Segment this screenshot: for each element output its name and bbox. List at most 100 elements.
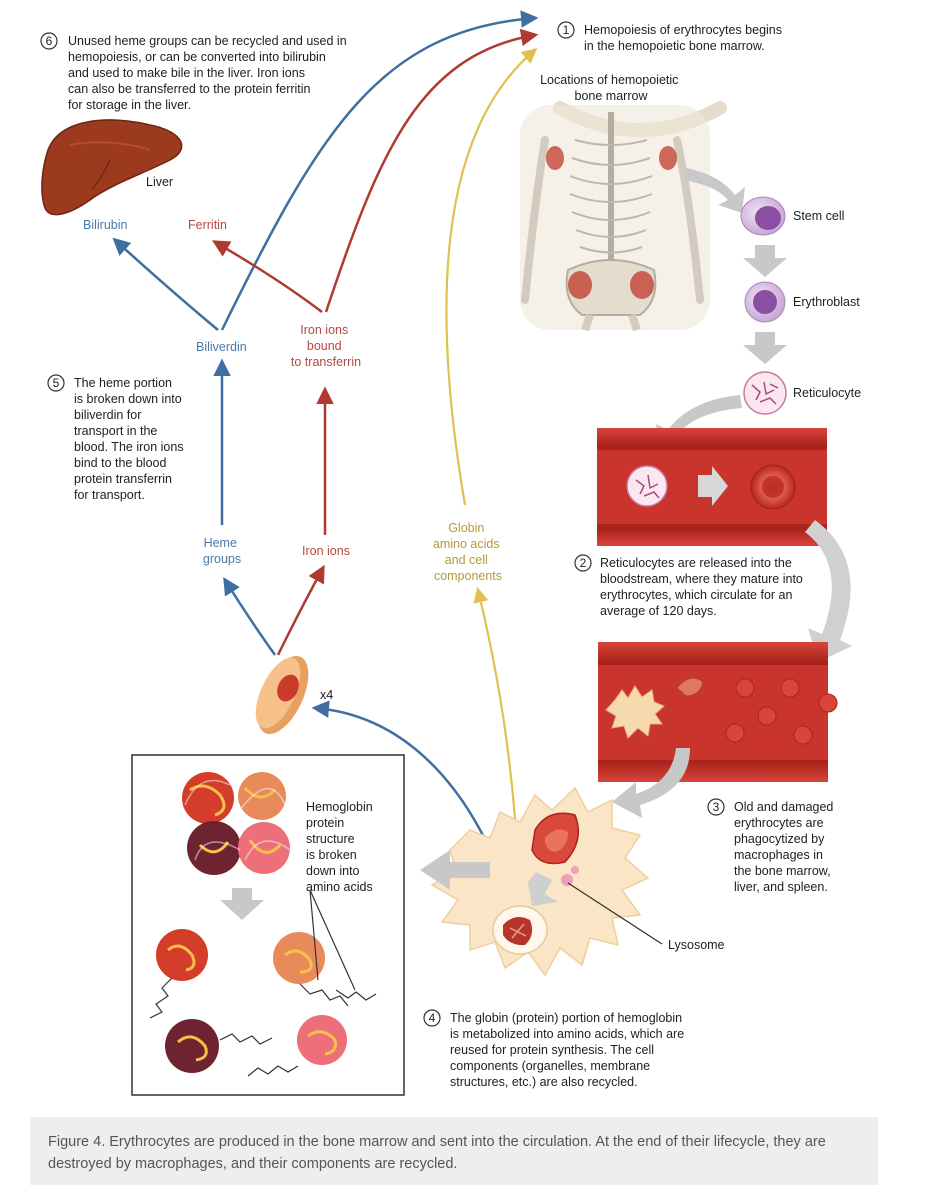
svg-text:Unused heme groups can be recy: Unused heme groups can be recycled and u… bbox=[68, 34, 350, 112]
ferritin-label: Ferritin bbox=[188, 218, 227, 232]
figure-caption-box: Figure 4. Erythrocytes are produced in t… bbox=[30, 1117, 878, 1185]
hemoglobin-label: protein bbox=[306, 816, 344, 830]
hemoglobin-subunits-illustration bbox=[156, 929, 347, 1073]
step-2-number-circle bbox=[574, 554, 592, 572]
blood-vessel-2 bbox=[598, 642, 838, 782]
step-3-number: 3 bbox=[713, 800, 720, 814]
globin-label: amino acids bbox=[433, 537, 500, 551]
liver-illustration bbox=[41, 119, 183, 216]
svg-text:The heme portion is brok: The heme portion is broken down into bil… bbox=[74, 376, 187, 502]
skeleton-illustration bbox=[520, 101, 727, 332]
step-6-number-circle bbox=[40, 32, 58, 50]
step-4-line: The globin (protein) portion of hemoglob… bbox=[450, 1011, 682, 1025]
step-5: 5 The heme portion is broken down into b… bbox=[47, 374, 187, 502]
step-2-line: average of 120 days. bbox=[600, 604, 717, 618]
step-5-line: protein transferrin bbox=[74, 472, 172, 486]
arrow-disc-to-heme bbox=[223, 577, 277, 656]
x4-label: x4 bbox=[320, 688, 333, 702]
step-1-line: Hemopoiesis of erythrocytes begins bbox=[584, 23, 782, 37]
step-3-line: the bone marrow, bbox=[734, 864, 831, 878]
hemoglobin-label: is broken bbox=[306, 848, 357, 862]
step-5-number-circle bbox=[47, 374, 65, 392]
hemoglobin-label: amino acids bbox=[306, 880, 373, 894]
stem-cell-illustration bbox=[740, 196, 786, 236]
step-5-line: biliverdin for bbox=[74, 408, 141, 422]
erythroblast-label: Erythroblast bbox=[793, 295, 860, 309]
lysosome-pointer bbox=[567, 882, 663, 945]
step-3-line: erythrocytes are bbox=[734, 816, 824, 830]
arrow-vessel1-to-vessel2 bbox=[805, 520, 852, 662]
svg-text:The globin (protein) portion o: The globin (protein) portion of hemoglob… bbox=[450, 1011, 688, 1089]
iron-ions-label: Iron ions bbox=[302, 544, 350, 558]
heme-groups-label: Heme bbox=[204, 536, 237, 550]
marrow-locations-label: Locations of hemopoietic bbox=[540, 73, 678, 87]
hemoglobin-label: down into bbox=[306, 864, 360, 878]
heme-groups-label: groups bbox=[203, 552, 241, 566]
svg-text:Hemoglobin protein: Hemoglobin protein structure is broken d… bbox=[306, 800, 376, 894]
arrow-breakdown-down bbox=[220, 888, 264, 920]
arrow-globin-to-hemopoiesis bbox=[445, 48, 538, 506]
step-4-number: 4 bbox=[429, 1011, 436, 1025]
arrow-macrophage-to-box bbox=[420, 850, 490, 890]
step-2-line: bloodstream, where they mature into bbox=[600, 572, 803, 586]
biliverdin-label: Biliverdin bbox=[196, 340, 247, 354]
step-3-line: phagocytized by bbox=[734, 832, 825, 846]
svg-text:Iron ions bound to tra: Iron ions bound to transferrin bbox=[291, 323, 361, 369]
step-3: 3 Old and damaged erythrocytes are phago… bbox=[707, 798, 833, 894]
bilirubin-label: Bilirubin bbox=[83, 218, 128, 232]
step-3-line: macrophages in bbox=[734, 848, 823, 862]
step-6-line: Unused heme groups can be recycled and u… bbox=[68, 34, 347, 48]
step-4: 4 The globin (protein) portion of hemogl… bbox=[423, 1009, 688, 1089]
hemoglobin-box: Hemoglobin protein structure is broken d… bbox=[131, 754, 405, 1096]
svg-text:Locations of hemopoietic b: Locations of hemopoietic bone marrow bbox=[540, 73, 682, 103]
svg-text:Heme groups: Heme groups bbox=[203, 536, 241, 566]
arrow-biliverdin-to-hemopoiesis bbox=[220, 10, 539, 331]
arrow-transferrin-to-hemopoiesis bbox=[324, 28, 539, 313]
step-4-line: structures, etc.) are also recycled. bbox=[450, 1075, 638, 1089]
step-4-number-circle bbox=[423, 1009, 441, 1027]
step-6-line: for storage in the liver. bbox=[68, 98, 191, 112]
step-1-line: in the hemopoietic bone marrow. bbox=[584, 39, 765, 53]
iron-transferrin-label: Iron ions bbox=[300, 323, 348, 337]
step-1: 1 Hemopoiesis of erythrocytes begins in … bbox=[557, 21, 786, 53]
step-5-line: transport in the bbox=[74, 424, 157, 438]
step-3-number-circle bbox=[707, 798, 725, 816]
step-5-line: bind to the blood bbox=[74, 456, 166, 470]
step-3-line: Old and damaged bbox=[734, 800, 833, 814]
step-5-line: is broken down into bbox=[74, 392, 182, 406]
step-3-line: liver, and spleen. bbox=[734, 880, 828, 894]
step-4-line: components (organelles, membrane bbox=[450, 1059, 650, 1073]
step-2: 2 Reticulocytes are released into the bl… bbox=[574, 554, 803, 618]
step-6: 6 Unused heme groups can be recycled and… bbox=[40, 32, 350, 112]
arrow-erythroblast-to-reticulocyte bbox=[743, 332, 787, 364]
arrow-transferrin-to-ferritin bbox=[211, 240, 323, 313]
globin-label: components bbox=[434, 569, 502, 583]
step-4-line: reused for protein synthesis. The cell bbox=[450, 1043, 654, 1057]
hemoglobin-label: Hemoglobin bbox=[306, 800, 373, 814]
step-2-line: erythrocytes, which circulate for an bbox=[600, 588, 792, 602]
heme-disc-illustration bbox=[255, 656, 309, 734]
step-1-number: 1 bbox=[563, 23, 570, 37]
blood-vessel-1 bbox=[597, 428, 827, 546]
globin-label: and cell bbox=[445, 553, 488, 567]
erythroblast-illustration bbox=[744, 281, 786, 323]
arrow-disc-to-iron bbox=[276, 564, 325, 656]
arrow-marrow-to-stem bbox=[683, 168, 745, 213]
iron-transferrin-label: to transferrin bbox=[291, 355, 361, 369]
marrow-locations-label: bone marrow bbox=[575, 89, 649, 103]
reticulocyte-illustration bbox=[743, 371, 787, 415]
step-5-number: 5 bbox=[53, 376, 60, 390]
svg-text:Hemopoiesis of erythrocytes be: Hemopoiesis of erythrocytes begins in th… bbox=[584, 23, 786, 53]
hemoglobin-intact-illustration bbox=[182, 772, 291, 875]
step-4-line: is metabolized into amino acids, which a… bbox=[450, 1027, 684, 1041]
lysosome-label: Lysosome bbox=[668, 938, 725, 952]
macrophage-illustration bbox=[430, 786, 650, 977]
step-1-number-circle bbox=[557, 21, 575, 39]
step-6-line: hemopoiesis, or can be converted into bi… bbox=[68, 50, 326, 64]
step-5-line: for transport. bbox=[74, 488, 145, 502]
arrow-vessel2-to-macrophage bbox=[612, 748, 690, 818]
arrow-biliverdin-to-bilirubin bbox=[112, 237, 219, 331]
globin-label: Globin bbox=[448, 521, 484, 535]
step-5-line: The heme portion bbox=[74, 376, 172, 390]
svg-text:Globin amino acids and: Globin amino acids and cell components bbox=[433, 521, 503, 583]
